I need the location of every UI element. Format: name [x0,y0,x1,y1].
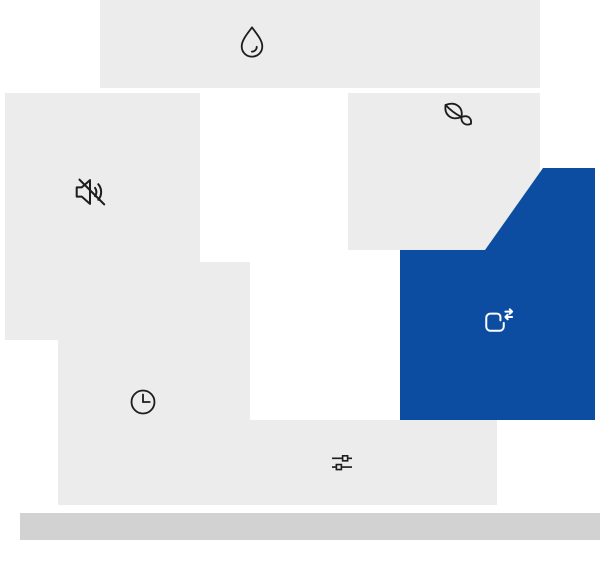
tile-water-level[interactable] [100,0,540,88]
faucet-cycle-icon [475,302,515,342]
leaf-icon [436,95,476,135]
clock-icon [124,383,162,421]
tile-options[interactable] [200,420,497,505]
sliders-icon [327,448,357,478]
speaker-muted-icon [68,170,112,214]
bottom-partial-tile[interactable] [20,513,600,540]
water-drop-icon [233,23,271,61]
